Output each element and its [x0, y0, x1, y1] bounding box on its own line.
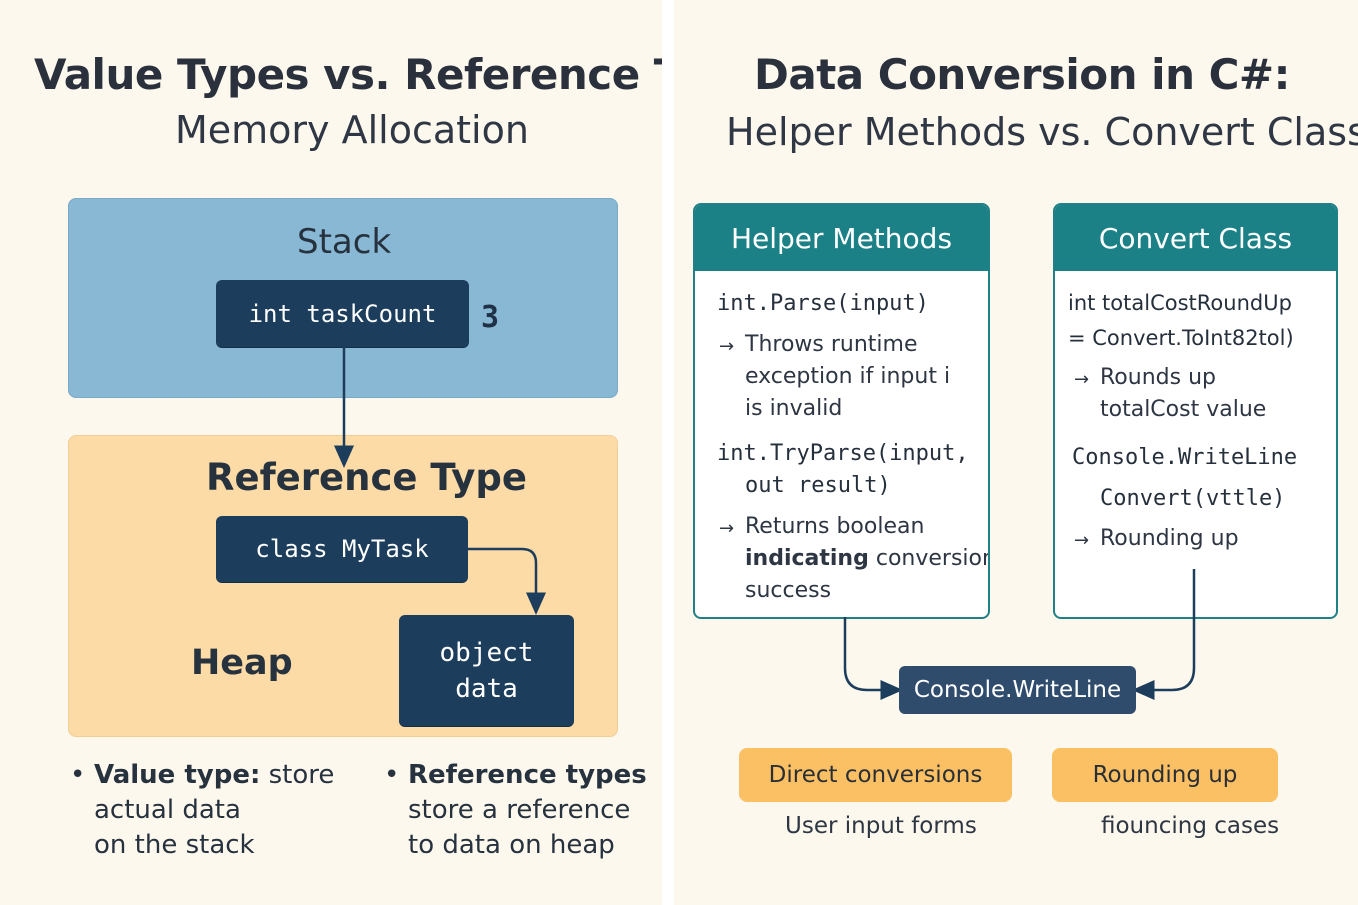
object-line2: data: [455, 673, 518, 704]
stack-value: 3: [481, 300, 500, 335]
arrow-right-icon: →: [1074, 530, 1090, 551]
helper-desc-parse: Throws runtime exception if input i is i…: [745, 329, 950, 425]
helper-desc-parse-2: exception if input i: [745, 364, 951, 389]
arrow-right-icon: →: [719, 336, 735, 357]
right-connectors: [843, 569, 1196, 700]
class-to-object-arrow: [468, 547, 546, 615]
helper-code-parse: int.Parse(input): [717, 291, 929, 316]
object-data-chip: object data: [399, 615, 574, 726]
bullet1-line2: actual data: [94, 795, 241, 825]
reference-type-label: Reference Type: [206, 456, 527, 499]
helper-desc-parse-1: Throws runtime: [745, 332, 918, 357]
heap-label: Heap: [191, 643, 293, 683]
helper-desc-tryparse: Returns boolean indicating conversion su…: [745, 511, 990, 607]
right-title: Data Conversion in C#:: [754, 50, 1290, 99]
caption-financing: fiouncing cases: [1101, 813, 1280, 839]
convert-class-header: Convert Class: [1055, 205, 1336, 271]
convert-to-console-arrow: [1132, 569, 1196, 700]
convert-code-console: Console.WriteLine: [1072, 445, 1298, 470]
convert-desc-1: Rounds up: [1100, 365, 1216, 390]
bullet-dot-icon: •: [70, 760, 86, 790]
left-panel: Value Types vs. Reference Types: Memory …: [0, 0, 662, 905]
convert-desc-roundup: Rounds up totalCost value: [1100, 362, 1266, 426]
convert-code-convert: Convert(vttle): [1100, 486, 1286, 511]
bullet1-bold: Value type:: [94, 760, 261, 790]
helper-to-console-arrow: [843, 617, 903, 700]
stack-label: Stack: [297, 222, 392, 262]
bullet2-line2: store a reference: [408, 795, 631, 825]
caption-user-input: User input forms: [785, 813, 977, 839]
convert-class-card: Convert Class int totalCostRoundUp = Con…: [1053, 203, 1338, 619]
helper-desc-parse-3: is invalid: [745, 396, 843, 421]
object-line1: object: [439, 637, 534, 668]
convert-code-assign-1: int totalCostRoundUp: [1068, 291, 1292, 315]
bullet2-bold: Reference types: [408, 760, 647, 790]
helper-desc-tryparse-2: conversion: [868, 546, 990, 571]
left-title: Value Types vs. Reference Types:: [34, 50, 662, 99]
bullet-dot-icon: •: [384, 760, 400, 790]
bullet-reference-types: • Reference types store a reference to d…: [384, 758, 647, 863]
left-subtitle: Memory Allocation: [175, 108, 529, 152]
tag-direct-conversions: Direct conversions: [739, 748, 1012, 802]
helper-desc-tryparse-bold: indicating: [745, 546, 869, 571]
console-writeline-chip: Console.WriteLine: [899, 666, 1136, 714]
left-connectors: [334, 347, 546, 615]
arrow-right-icon: →: [719, 518, 735, 539]
bullet1-rest: store: [260, 760, 335, 790]
bullet2-line3: to data on heap: [408, 830, 615, 860]
arrow-right-icon: →: [1074, 369, 1090, 390]
tag-rounding-up: Rounding up: [1052, 748, 1278, 802]
convert-desc-2: totalCost value: [1100, 397, 1267, 422]
helper-code-tryparse-2: out result): [745, 473, 891, 498]
right-subtitle: Helper Methods vs. Convert Class: [726, 110, 1358, 154]
helper-methods-card: Helper Methods int.Parse(input) → Throws…: [693, 203, 990, 619]
class-chip: class MyTask: [216, 516, 468, 582]
convert-desc-rounding: Rounding up: [1100, 526, 1239, 551]
helper-desc-tryparse-3: success: [745, 578, 832, 603]
convert-code-assign-2: = Convert.ToInt82tol): [1068, 326, 1294, 350]
bullet1-line3: on the stack: [94, 830, 255, 860]
helper-desc-tryparse-1: Returns boolean: [745, 514, 925, 539]
bullet-value-type: • Value type: store actual data on the s…: [70, 758, 335, 863]
helper-code-tryparse-1: int.TryParse(input,: [717, 441, 969, 466]
helper-methods-header: Helper Methods: [695, 205, 988, 271]
stack-var-chip: int taskCount: [216, 280, 469, 347]
